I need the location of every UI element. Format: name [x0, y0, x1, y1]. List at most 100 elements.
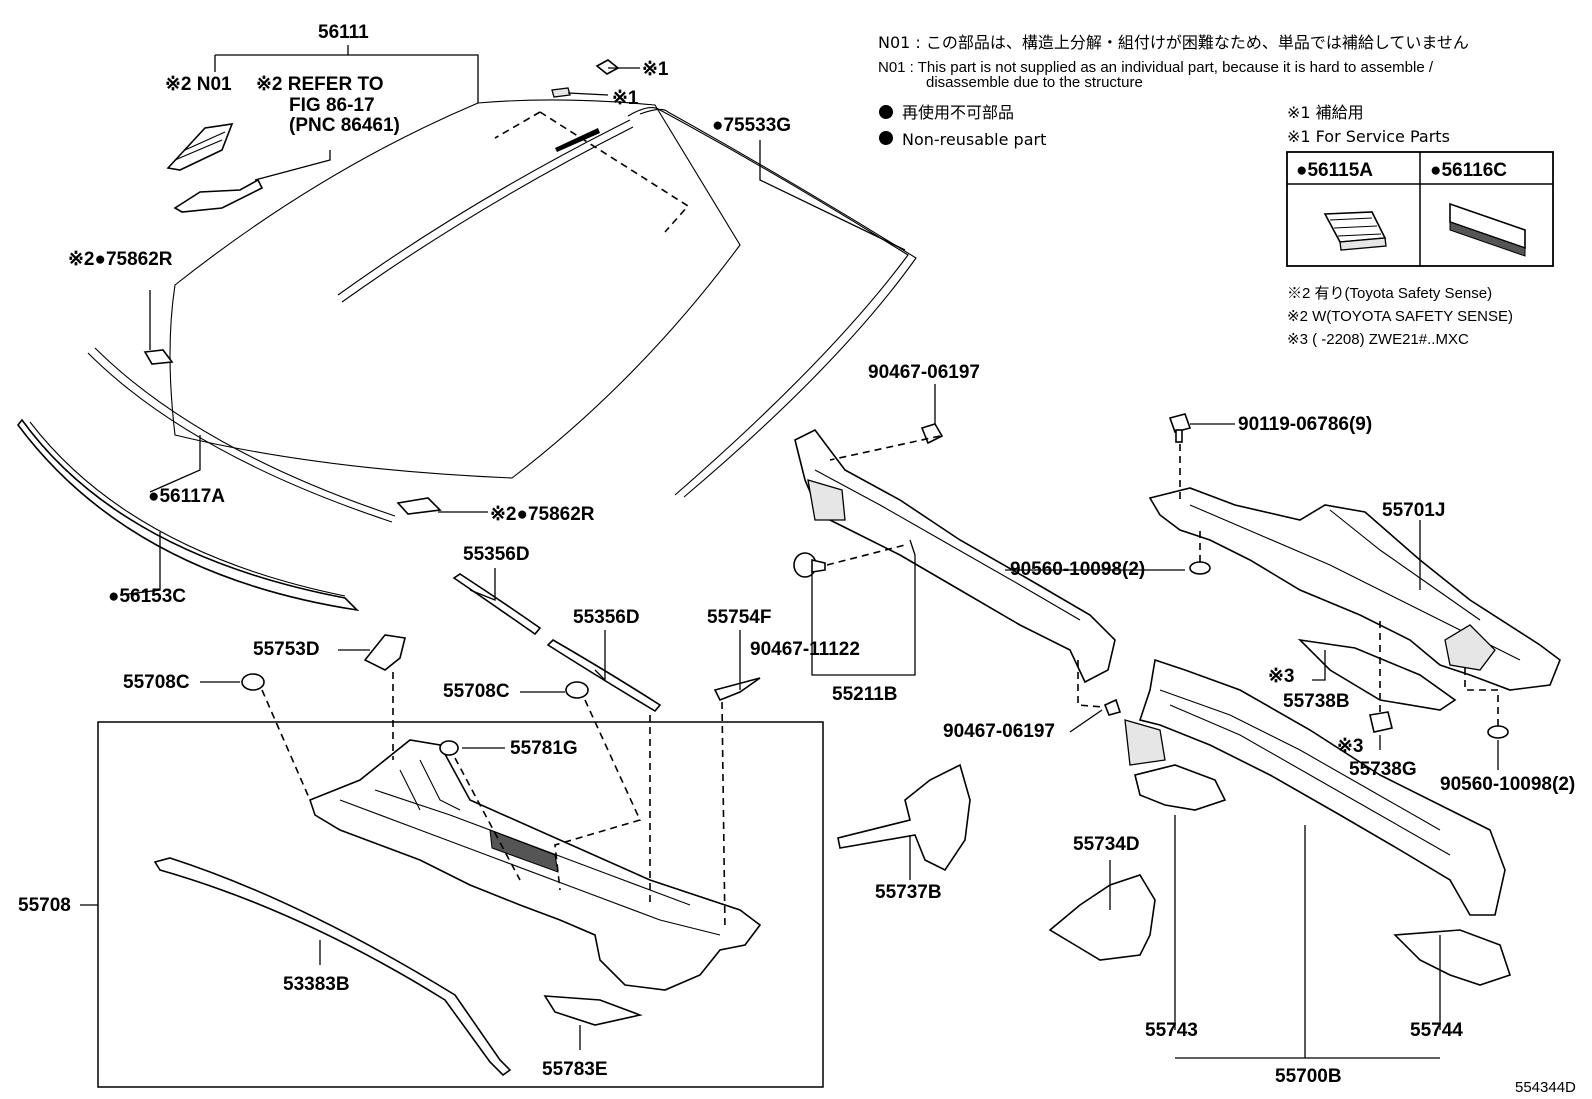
label-55781g: 55781G	[510, 738, 578, 759]
label-55743: 55743	[1145, 1020, 1198, 1041]
label-56153c: ●56153C	[108, 586, 186, 607]
label-90467-06197-bottom: 90467-06197	[943, 721, 1055, 742]
label-refer-1: ※2 REFER TO	[256, 74, 383, 95]
service-part-56115a: ●56115A	[1296, 160, 1373, 181]
clip-90467-06197-bottom	[1103, 698, 1122, 716]
notes-block: N01 : この部品は、構造上分解・組付けが困難なため、単品では補給していません…	[878, 33, 1554, 348]
label-refer-3: (PNC 86461)	[289, 115, 400, 136]
clip-55781g	[439, 740, 459, 756]
seal-55356d-a	[452, 573, 542, 636]
note-nonreuse-en: Non-reusable part	[902, 130, 1046, 149]
figure-number: 554344D	[1515, 1079, 1576, 1096]
sensor-cover-refer	[173, 178, 264, 213]
grommet-55708c-right	[565, 681, 589, 699]
label-56111: 56111	[318, 22, 369, 43]
pad-part-icon	[1449, 202, 1526, 257]
panel-55700b	[1124, 658, 1506, 916]
bracket-55734d	[1048, 874, 1156, 961]
label-refer-2: FIG 86-17	[289, 95, 375, 116]
seal-55356d-b	[546, 639, 662, 713]
bracket-55754f	[713, 677, 761, 702]
non-reusable-dot-icon	[879, 131, 893, 145]
clip-55753d	[363, 634, 406, 671]
washer-90560-10098-b	[1487, 725, 1509, 739]
seal-56153c	[16, 418, 360, 612]
leader-dashed	[1464, 665, 1499, 726]
note-nonreuse-jp: 再使用不可部品	[902, 103, 1014, 122]
leader-dashed	[554, 699, 642, 891]
label-55734d: 55734D	[1073, 834, 1140, 855]
bracket-55743	[1134, 764, 1227, 811]
label-90560-10098-a: 90560-10098(2)	[1010, 559, 1145, 580]
weatherstrip-56117a	[87, 347, 396, 523]
clip-55738g	[1369, 711, 1393, 733]
leader-dashed	[261, 689, 311, 801]
label-55738b: 55738B	[1283, 691, 1350, 712]
label-x1-bottom: ※1	[612, 88, 639, 109]
part-labels: 56111 ※2 N01 ※2 REFER TO FIG 86-17 (PNC …	[18, 22, 1576, 1096]
washer-90560-10098-a	[1189, 561, 1211, 575]
label-55754f: 55754F	[707, 607, 771, 628]
label-55744: 55744	[1410, 1020, 1463, 1041]
windshield-glass	[169, 99, 741, 479]
label-55356d-b: 55356D	[573, 607, 640, 628]
label-55211b: 55211B	[832, 684, 898, 705]
label-x1-top: ※1	[642, 59, 669, 80]
clip-x1-bottom	[551, 87, 571, 98]
bolt-90119-06786	[1168, 413, 1192, 443]
non-reusable-dot-icon	[879, 105, 893, 119]
leader-dashed	[1077, 660, 1104, 708]
leader-dashed	[721, 701, 726, 931]
label-75862r-top: ※2●75862R	[68, 249, 173, 270]
grommet-55708c-left	[241, 673, 265, 691]
note-s2-jp: ※2 有り(Toyota Safety Sense)	[1287, 285, 1492, 302]
brace-55737b	[837, 763, 971, 872]
label-55708c-right: 55708C	[443, 681, 510, 702]
cover-55783e	[543, 995, 643, 1026]
small-pad-75862r-bottom	[396, 497, 442, 515]
small-pad-75862r-top	[143, 349, 174, 365]
label-90467-11122: 90467-11122	[750, 639, 860, 660]
cowl-panel-55708	[309, 739, 762, 991]
label-75533g: ●75533G	[712, 115, 791, 136]
note-n01-en-1: N01 : This part is not supplied as an in…	[878, 59, 1434, 76]
clip-90467-06197-top	[920, 423, 944, 445]
leader-lines	[80, 45, 1499, 1059]
insulator-55738b	[1297, 638, 1457, 711]
bracket-55744	[1393, 929, 1512, 986]
note-n01-jp: N01 : この部品は、構造上分解・組付けが困難なため、単品では補給していません	[878, 33, 1469, 52]
label-56117a: ●56117A	[148, 486, 225, 507]
service-part-56116c: ●56116C	[1430, 160, 1507, 181]
moulding-75533g	[627, 107, 917, 498]
clip-90467-11122	[793, 552, 826, 578]
label-75862r-bottom: ※2●75862R	[490, 504, 595, 525]
sensor-bracket-n01	[166, 123, 234, 171]
clip-part-icon	[1323, 211, 1387, 251]
label-x3-b: ※3	[1337, 736, 1364, 757]
clip-x1-top	[595, 59, 620, 75]
note-s2-en: ※2 W(TOYOTA SAFETY SENSE)	[1287, 308, 1513, 325]
note-n01-en-2: disassemble due to the structure	[926, 74, 1143, 91]
label-55701j: 55701J	[1382, 500, 1445, 521]
label-55737b: 55737B	[875, 882, 942, 903]
leader-dashed	[829, 435, 941, 461]
label-55753d: 55753D	[253, 639, 320, 660]
label-53383b: 53383B	[283, 974, 350, 995]
brace-55211b	[794, 428, 1116, 684]
label-55783e: 55783E	[542, 1059, 608, 1080]
note-s3: ※3 ( -2208) ZWE21#..MXC	[1287, 331, 1469, 348]
leader-dashed	[826, 544, 906, 566]
note-s1-jp: ※1 補給用	[1287, 103, 1364, 122]
cowl-seal-53383b	[153, 857, 512, 1077]
label-55738g: 55738G	[1349, 759, 1417, 780]
panel-55701j	[1148, 487, 1561, 691]
service-parts-table: ●56115A ●56116C	[1286, 151, 1554, 267]
label-x3-a: ※3	[1268, 666, 1295, 687]
label-n01: ※2 N01	[165, 74, 232, 95]
note-s1-en: ※1 For Service Parts	[1287, 127, 1450, 146]
label-55700b: 55700B	[1275, 1066, 1342, 1087]
label-90467-06197-top: 90467-06197	[868, 362, 980, 383]
label-55708c-left: 55708C	[123, 672, 190, 693]
label-55708: 55708	[18, 895, 71, 916]
